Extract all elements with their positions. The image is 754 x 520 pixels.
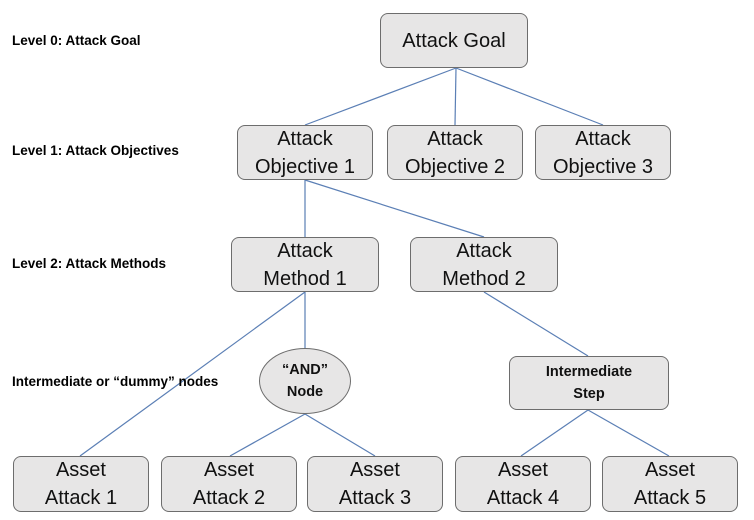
and-node: “AND” Node: [259, 348, 351, 414]
intermediate-step-text: Intermediate Step: [545, 364, 633, 402]
attack-objective-3-text: Attack Objective 3: [552, 127, 654, 178]
attack-method-2-text: Attack Method 2: [442, 239, 526, 290]
asset-attack-2-text: Asset Attack 2: [192, 459, 266, 509]
attack-objective-2-node: Attack Objective 2: [387, 125, 523, 180]
attack-method-2-node: Attack Method 2: [410, 237, 558, 292]
attack-objective-1-text: Attack Objective 1: [254, 127, 356, 178]
edge-method2-intermediate: [483, 291, 589, 357]
attack-objective-2-text: Attack Objective 2: [404, 127, 506, 178]
attack-objective-1-node: Attack Objective 1: [237, 125, 373, 180]
intermediate-label: Intermediate or “dummy” nodes: [12, 374, 219, 389]
asset-attack-4-text: Asset Attack 4: [486, 459, 560, 509]
attack-method-1-text: Attack Method 1: [263, 239, 347, 290]
edge-method1-asset1: [79, 291, 306, 457]
attack-goal-text: Attack Goal: [402, 29, 506, 52]
asset-attack-1-node: Asset Attack 1: [13, 456, 149, 512]
level-0-label: Level 0: Attack Goal: [12, 33, 141, 48]
edge-intermediate-asset5: [587, 409, 670, 457]
asset-attack-5-node: Asset Attack 5: [602, 456, 738, 512]
edge-and-node-asset3: [304, 413, 376, 457]
edge-intermediate-asset4: [520, 409, 589, 457]
edge-goal-objective2: [454, 67, 457, 126]
asset-attack-4-node: Asset Attack 4: [455, 456, 591, 512]
and-node-text: “AND” Node: [282, 362, 328, 400]
edge-goal-objective3: [455, 67, 604, 126]
edge-objective1-method2: [304, 179, 485, 238]
level-2-label: Level 2: Attack Methods: [12, 256, 167, 271]
asset-attack-1-text: Asset Attack 1: [44, 459, 118, 509]
edge-goal-objective1: [304, 67, 457, 126]
level-1-label: Level 1: Attack Objectives: [12, 143, 179, 158]
asset-attack-3-node: Asset Attack 3: [307, 456, 443, 512]
asset-attack-5-text: Asset Attack 5: [633, 459, 707, 509]
attack-method-1-node: Attack Method 1: [231, 237, 379, 292]
edge-and-node-asset2: [229, 413, 306, 457]
asset-attack-3-text: Asset Attack 3: [338, 459, 412, 509]
asset-attack-2-node: Asset Attack 2: [161, 456, 297, 512]
intermediate-step-node: Intermediate Step: [509, 356, 669, 410]
attack-goal-node: Attack Goal: [380, 13, 528, 68]
attack-objective-3-node: Attack Objective 3: [535, 125, 671, 180]
